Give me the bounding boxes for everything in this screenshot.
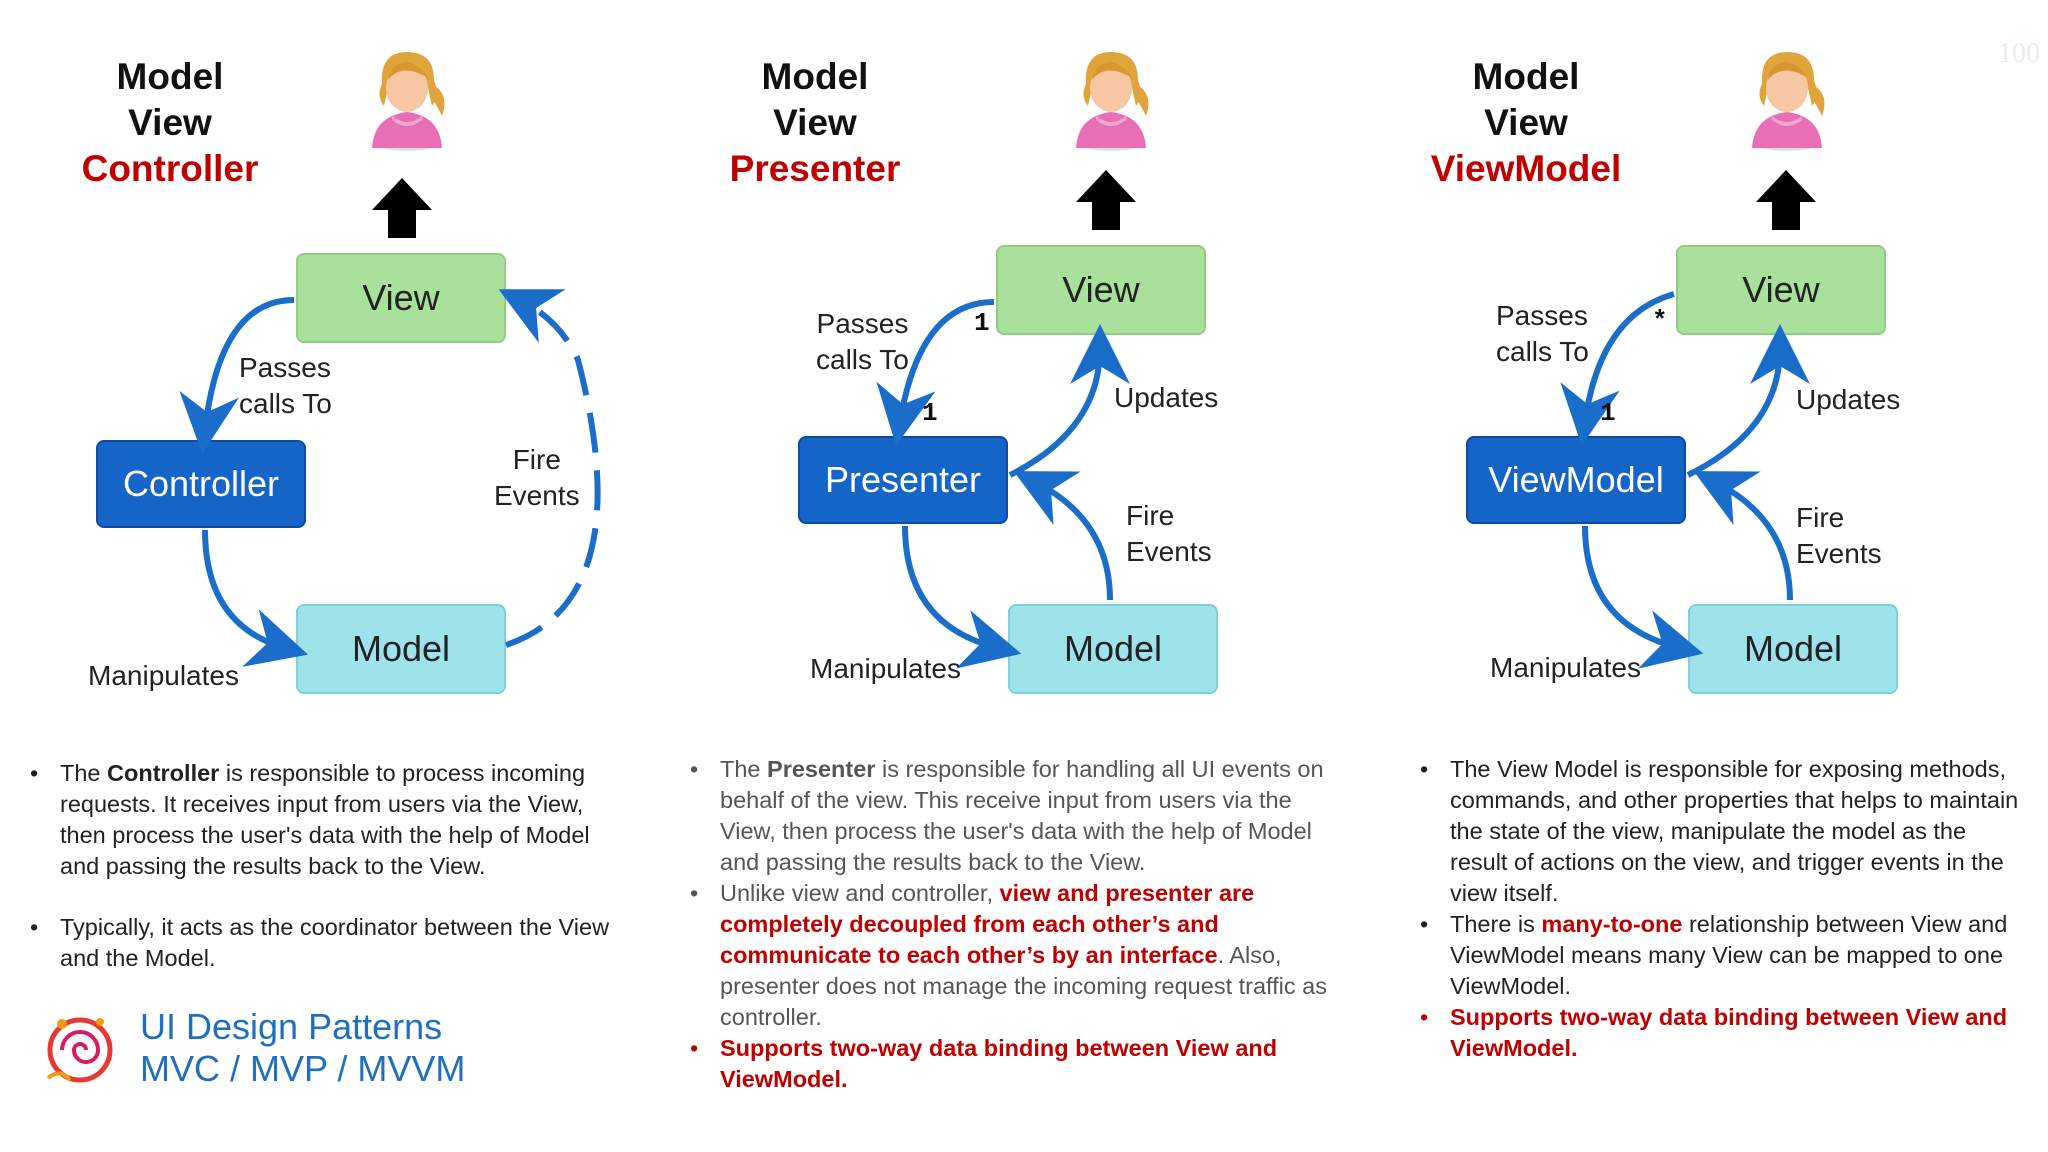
mvc-arrow-model-to-view-dashed: [498, 289, 601, 648]
mvc-arrows: [179, 289, 601, 667]
mvc-arrow-view-to-controller: [179, 297, 295, 454]
title-line-view: View: [1484, 102, 1568, 143]
mvvm-view-box: View: [1676, 245, 1886, 335]
mvc-view-box: View: [296, 253, 506, 343]
title-line-model: Model: [761, 56, 869, 97]
footer-title: UI Design Patterns MVC / MVP / MVVM: [140, 1006, 465, 1090]
mvp-bullet-1: The Presenter is responsible for handlin…: [688, 754, 1338, 878]
mvvm-bullet-3: Supports two-way data binding between Vi…: [1418, 1002, 2028, 1064]
mvp-arrow-presenter-to-view: [1008, 324, 1130, 478]
mvp-arrows: [876, 299, 1130, 669]
mvp-arrow-model-to-presenter: [1013, 471, 1113, 601]
mvp-model-box: Model: [1008, 604, 1218, 694]
title-line-model: Model: [1472, 56, 1580, 97]
title-line-controller: Controller: [81, 148, 259, 189]
mvvm-bullet-1: The View Model is responsible for exposi…: [1418, 754, 2028, 909]
title-line-presenter: Presenter: [729, 148, 901, 189]
mvvm-updates-label: Updates: [1796, 384, 1901, 415]
mvp-updates-label: Updates: [1114, 382, 1219, 413]
mvp-arrow-presenter-to-model: [902, 525, 1022, 669]
mvvm-title: Model View ViewModel: [1356, 54, 1696, 192]
mvvm-model-box: Model: [1688, 604, 1898, 694]
footer-line-1: UI Design Patterns: [140, 1006, 443, 1047]
mvp-bullet-3: Supports two-way data binding between Vi…: [688, 1033, 1338, 1095]
mvc-description: The Controller is responsible to process…: [28, 758, 628, 974]
mvc-bullet-1: The Controller is responsible to process…: [28, 758, 628, 882]
mvp-title: Model View Presenter: [645, 54, 985, 192]
mvp-presenter-box: Presenter: [798, 436, 1008, 524]
mvp-arrow-view-to-presenter: [876, 299, 995, 446]
mvc-title: Model View Controller: [0, 54, 340, 192]
mvvm-arrows: [1560, 291, 1810, 669]
mvp-manipulates-label: Manipulates: [810, 653, 961, 684]
mvc-manipulates-label: Manipulates: [88, 660, 239, 691]
mvp-bullet-2: Unlike view and controller, view and pre…: [688, 878, 1338, 1033]
mvp-description: The Presenter is responsible for handlin…: [688, 754, 1338, 1095]
mvvm-manipulates-label: Manipulates: [1490, 652, 1641, 683]
mvvm-arrow-view-to-viewmodel: [1560, 291, 1675, 446]
mvp-multiplicity-view: 1: [974, 308, 990, 338]
mvc-model-box: Model: [296, 604, 506, 694]
mvvm-arrow-viewmodel-to-view: [1686, 324, 1810, 478]
title-line-viewmodel: ViewModel: [1430, 148, 1622, 189]
logo-icon: [46, 1017, 113, 1083]
mvvm-multiplicity-view: *: [1652, 306, 1668, 336]
mvvm-arrow-model-to-viewmodel: [1693, 471, 1793, 601]
mvvm-bullet-2: There is many-to-one relationship betwee…: [1418, 909, 2028, 1002]
mvvm-description: The View Model is responsible for exposi…: [1418, 754, 2028, 1064]
footer-line-2: MVC / MVP / MVVM: [140, 1048, 466, 1089]
mvc-controller-box: Controller: [96, 440, 306, 528]
mvc-bullet-2: Typically, it acts as the coordinator be…: [28, 912, 628, 974]
title-line-view: View: [128, 102, 212, 143]
mvvm-arrow-viewmodel-to-model: [1582, 525, 1704, 669]
mvc-arrow-controller-to-model: [202, 529, 309, 667]
mvp-multiplicity-presenter: 1: [922, 398, 938, 428]
title-line-view: View: [773, 102, 857, 143]
page-number: 100: [1998, 38, 2040, 69]
mvp-view-box: View: [996, 245, 1206, 335]
mvvm-multiplicity-viewmodel: 1: [1600, 398, 1616, 428]
title-line-model: Model: [116, 56, 224, 97]
